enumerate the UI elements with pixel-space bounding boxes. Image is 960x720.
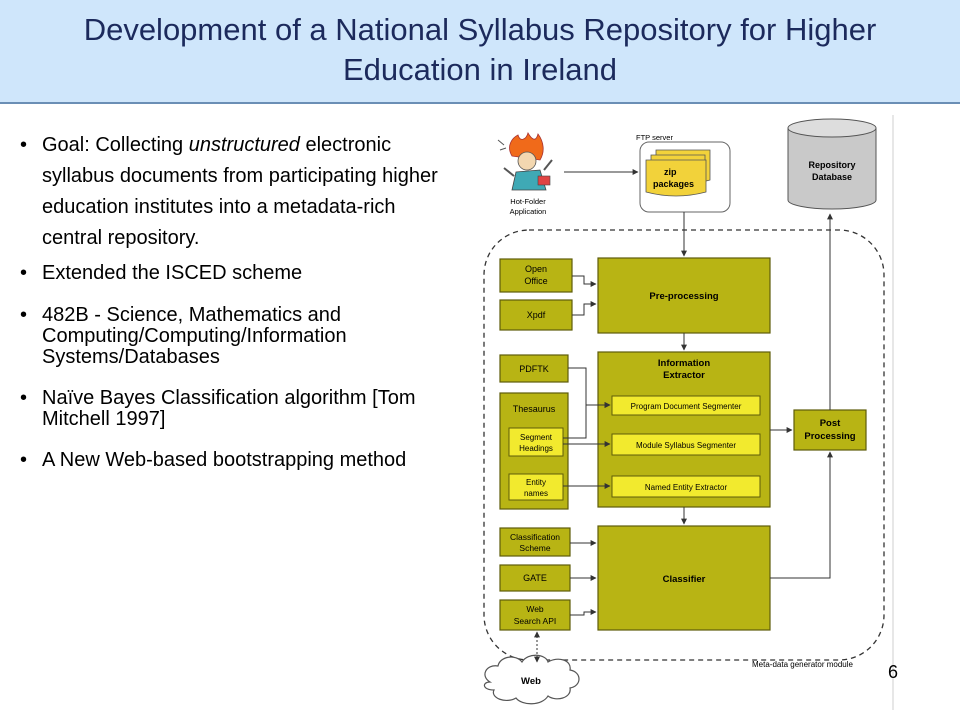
- bullet-text: Naïve Bayes Classification algorithm [To…: [42, 387, 416, 430]
- named-entity-label: Named Entity Extractor: [645, 483, 728, 492]
- title-band: [0, 0, 960, 104]
- pre-processing-box: [597, 257, 771, 334]
- post-processing-label-2: Processing: [804, 431, 855, 442]
- goal-prefix: Goal: Collecting: [42, 134, 189, 156]
- web-search-api-box: [499, 599, 571, 631]
- arrow-headings-program-segmenter: [563, 402, 611, 439]
- bullet-text: A New Web-based bootstrapping method: [42, 449, 407, 471]
- program-segmenter-box: [611, 395, 761, 416]
- web-search-label-1: Web: [526, 604, 544, 614]
- repository-label-2: Database: [812, 172, 852, 182]
- ftp-server-label: FTP server: [636, 133, 673, 142]
- goal-italic: unstructured: [188, 134, 300, 156]
- pre-processing-label: Pre-processing: [649, 291, 718, 302]
- zip-label-1: zip: [664, 167, 677, 177]
- hot-folder-label-2: Application: [510, 207, 547, 216]
- xpdf-label: Xpdf: [527, 310, 546, 320]
- segment-headings-label-1: Segment: [520, 433, 553, 442]
- classifier-box: [597, 525, 771, 631]
- segment-headings-box: [508, 427, 564, 457]
- web-cloud-label: Web: [521, 676, 541, 687]
- web-cloud-icon: [483, 654, 580, 705]
- hot-folder-figure-icon: [497, 131, 553, 191]
- bullet-list: • Goal: Collecting unstructured electron…: [20, 130, 460, 491]
- bullet-web-bootstrapping: • A New Web-based bootstrapping method: [20, 450, 460, 471]
- bullet-naive-bayes: • Naïve Bayes Classification algorithm […: [20, 388, 460, 430]
- bullet-dot: •: [20, 387, 28, 409]
- entity-names-box: [508, 473, 564, 501]
- repository-database-icon: [787, 118, 877, 210]
- slide-title: Development of a National Syllabus Repos…: [83, 12, 877, 87]
- arrow-classifier-post: [770, 451, 833, 579]
- arrow-openoffice-preprocessing: [572, 275, 597, 287]
- gate-label: GATE: [523, 573, 547, 583]
- module-segmenter-label: Module Syllabus Segmenter: [636, 441, 736, 450]
- web-search-label-2: Search API: [514, 616, 557, 626]
- meta-module-label: Meta-data generator module: [752, 660, 854, 669]
- info-extractor-label-1: Information: [658, 358, 710, 369]
- bullet-dot: •: [20, 304, 28, 326]
- post-processing-box: [793, 409, 867, 451]
- thesaurus-label: Thesaurus: [513, 404, 556, 414]
- bullet-text: Extended the ISCED scheme: [42, 262, 303, 284]
- program-segmenter-label: Program Document Segmenter: [631, 402, 742, 411]
- bullet-isced: • Extended the ISCED scheme: [20, 262, 460, 285]
- entity-names-label-1: Entity: [526, 478, 546, 487]
- info-extractor-label-2: Extractor: [663, 370, 705, 381]
- classification-scheme-label-1: Classification: [510, 532, 560, 542]
- bullet-dot: •: [20, 449, 28, 471]
- classification-scheme-box: [499, 527, 571, 557]
- goal-rest: electronic syllabus documents from parti…: [42, 134, 438, 249]
- repository-label-1: Repository: [808, 160, 855, 170]
- diagram-connectors: [563, 169, 833, 616]
- zip-packages-icon: [645, 149, 711, 197]
- bullet-goal: • Goal: Collecting unstructured electron…: [20, 130, 460, 254]
- named-entity-box: [611, 475, 761, 498]
- bullet-482b: • 482B - Science, Mathematics and Comput…: [20, 305, 460, 368]
- pdftk-label: PDFTK: [519, 364, 549, 374]
- gate-box: [499, 564, 571, 592]
- entity-names-label-2: names: [524, 489, 548, 498]
- architecture-diagram: Meta-data generator module Hot-Folder Ap…: [483, 115, 894, 710]
- module-segmenter-box: [611, 433, 761, 456]
- arrow-websearch-classifier: [570, 609, 597, 616]
- zip-label-2: packages: [653, 179, 694, 189]
- classifier-label: Classifier: [663, 574, 706, 585]
- post-processing-label-1: Post: [820, 418, 841, 429]
- pdftk-box: [499, 354, 569, 383]
- bullet-text: 482B - Science, Mathematics and Computin…: [42, 304, 347, 368]
- segment-headings-label-2: Headings: [519, 444, 553, 453]
- arrow-xpdf-preprocessing: [572, 301, 597, 316]
- classification-scheme-label-2: Scheme: [519, 543, 550, 553]
- page-number: 6: [888, 662, 899, 682]
- bullet-dot: •: [20, 134, 28, 156]
- open-office-label-1: Open: [525, 264, 547, 274]
- hot-folder-label-1: Hot-Folder: [510, 197, 546, 206]
- open-office-label-2: Office: [524, 276, 547, 286]
- bullet-dot: •: [20, 262, 28, 284]
